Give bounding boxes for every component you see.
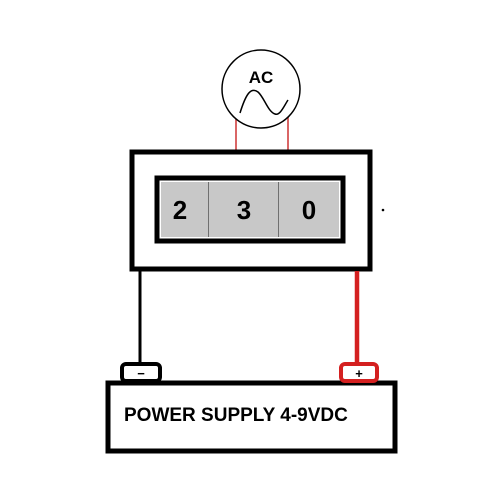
positive-terminal: + — [339, 362, 379, 383]
positive-terminal-symbol: + — [355, 366, 363, 381]
positive-terminal-cap — [339, 362, 379, 383]
digit-cell-3 — [279, 182, 339, 237]
stray-mark — [381, 208, 385, 212]
power-supply-label: POWER SUPPLY 4-9VDC — [124, 405, 348, 426]
digit-display: 2 3 0 — [154, 175, 346, 244]
ac-source-circle — [221, 49, 301, 129]
sine-wave-icon — [239, 89, 289, 115]
digit-cell-1 — [161, 182, 208, 237]
ac-source: AC — [221, 49, 301, 129]
negative-terminal: − — [120, 362, 162, 383]
ac-source-label: AC — [249, 68, 274, 87]
negative-terminal-cap — [120, 362, 162, 383]
digit-cell-2 — [209, 182, 278, 237]
power-supply-body — [105, 380, 398, 454]
digit-2: 3 — [237, 195, 251, 225]
negative-terminal-symbol: − — [137, 366, 145, 381]
digit-3: 0 — [302, 195, 316, 225]
digit-1: 2 — [173, 195, 187, 225]
